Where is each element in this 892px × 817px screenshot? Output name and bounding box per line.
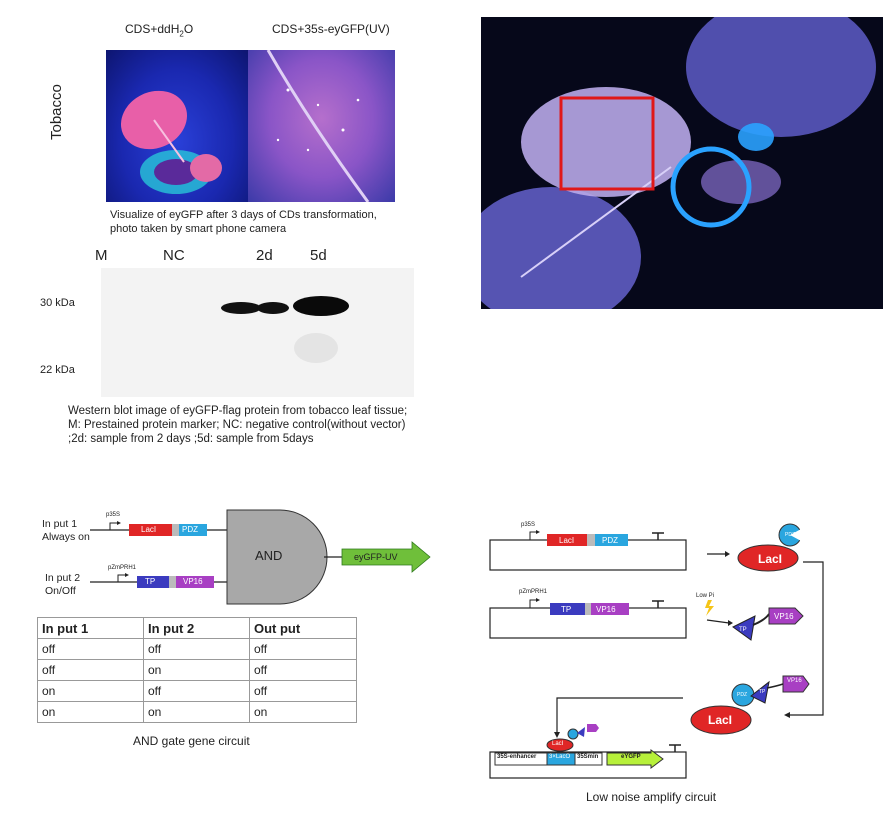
amp-gene-vp16: VP16 bbox=[596, 605, 616, 614]
and-gene-pdz: PDZ bbox=[182, 525, 198, 534]
amp-complex-laci: LacI bbox=[708, 713, 733, 727]
amp-promoter1: p35S bbox=[521, 522, 536, 528]
photo-label-left-tail: O bbox=[183, 22, 194, 36]
and-input1-label: In put 1 Always on bbox=[42, 518, 90, 543]
amplify-circuit-diagram bbox=[489, 523, 824, 779]
and-promoter1: p35S bbox=[106, 512, 121, 518]
truth-cell: off bbox=[37, 638, 144, 660]
table-row: on on on bbox=[37, 701, 357, 723]
western-blot-image bbox=[101, 268, 414, 397]
truth-table-header: In put 1 In put 2 Out put bbox=[37, 617, 357, 639]
blot-lane-m: M bbox=[95, 247, 108, 264]
and-input2-label: In put 2 On/Off bbox=[45, 572, 81, 597]
and-gate-label: AND bbox=[255, 548, 283, 563]
truth-header-output: Out put bbox=[249, 617, 357, 639]
photo-label-left-sub: 2 bbox=[179, 29, 184, 39]
amp-low-pi: Low Pi bbox=[696, 593, 715, 599]
truth-cell: off bbox=[143, 638, 250, 660]
truth-cell: on bbox=[37, 680, 144, 702]
and-gene-vp16: VP16 bbox=[183, 577, 203, 586]
amp-promoter2: pZmPRH1 bbox=[519, 589, 548, 595]
blot-lane-5d: 5d bbox=[310, 247, 327, 264]
amp-gene-laci: LacI bbox=[559, 536, 575, 545]
truth-cell: on bbox=[143, 701, 250, 723]
amp-reporter-laci: LacI bbox=[552, 741, 564, 747]
tobacco-control-illustration bbox=[120, 90, 222, 194]
truth-cell: off bbox=[249, 680, 357, 702]
uv-leaf-illustration bbox=[481, 17, 876, 309]
roi-highlight-box bbox=[559, 96, 655, 191]
and-gene-laci: LacI bbox=[141, 525, 157, 534]
truth-cell: off bbox=[143, 680, 250, 702]
amp-complex-tp: TP bbox=[759, 689, 766, 695]
blot-lane-nc: NC bbox=[163, 247, 185, 264]
amp-protein-vp16: VP16 bbox=[774, 612, 794, 621]
amp-gene-tp: TP bbox=[561, 605, 572, 614]
truth-cell: on bbox=[249, 701, 357, 723]
amp-complex-pdz: PDZ bbox=[737, 692, 747, 698]
tobacco-photo-caption: Visualize of eyGFP after 3 days of CDs t… bbox=[110, 209, 377, 235]
blot-marker-22: 22 kDa bbox=[40, 364, 75, 376]
western-blot-bands bbox=[101, 268, 414, 397]
tobacco-egfp-illustration bbox=[266, 50, 370, 202]
uv-leaf-photo bbox=[481, 17, 883, 309]
and-gene-tp: TP bbox=[145, 577, 156, 586]
amp-gene-pdz: PDZ bbox=[602, 536, 618, 545]
tobacco-egfp-photo bbox=[248, 50, 395, 202]
amp-reporter-enhancer: 35S-enhancer bbox=[497, 754, 537, 760]
blot-marker-30: 30 kDa bbox=[40, 297, 75, 309]
amp-reporter-min: 35Smin bbox=[577, 754, 599, 760]
truth-cell: on bbox=[37, 701, 144, 723]
western-blot-caption: Western blot image of eyGFP-flag protein… bbox=[68, 405, 408, 445]
photo-label-left-main: CDS+ddH bbox=[125, 22, 180, 36]
amplify-caption: Low noise amplify circuit bbox=[586, 790, 717, 804]
truth-header-input1: In put 1 bbox=[37, 617, 144, 639]
amp-reporter-gene: eYGFP bbox=[621, 754, 641, 760]
table-row: off on off bbox=[37, 659, 357, 681]
truth-table-grid: In put 1 In put 2 Out put off off off of… bbox=[37, 617, 357, 723]
table-row: on off off bbox=[37, 680, 357, 702]
amp-reporter-operator: 3×LacO bbox=[549, 754, 571, 760]
truth-cell: off bbox=[249, 659, 357, 681]
photo-label-right: CDS+35s-eyGFP(UV) bbox=[272, 22, 390, 36]
truth-header-input2: In put 2 bbox=[143, 617, 250, 639]
table-row: off off off bbox=[37, 638, 357, 660]
tobacco-side-label: Tobacco bbox=[48, 84, 65, 140]
and-promoter2: pZmPRH1 bbox=[108, 565, 137, 571]
and-output-label: eyGFP-UV bbox=[354, 552, 398, 562]
and-gate-diagram bbox=[90, 509, 431, 605]
and-gate-caption: AND gate gene circuit bbox=[133, 734, 250, 748]
truth-table: In put 1 In put 2 Out put off off off of… bbox=[37, 617, 357, 723]
amp-complex-vp16: VP16 bbox=[787, 678, 802, 684]
amp-protein-pdz: PDZ bbox=[785, 532, 795, 538]
amp-protein-laci: LacI bbox=[758, 552, 783, 566]
photo-label-left: CDS+ddH2O bbox=[125, 22, 193, 38]
blot-lane-2d: 2d bbox=[256, 247, 273, 264]
truth-cell: on bbox=[143, 659, 250, 681]
amp-protein-tp: TP bbox=[739, 627, 747, 633]
truth-cell: off bbox=[37, 659, 144, 681]
truth-cell: off bbox=[249, 638, 357, 660]
tobacco-control-photo bbox=[106, 50, 248, 202]
